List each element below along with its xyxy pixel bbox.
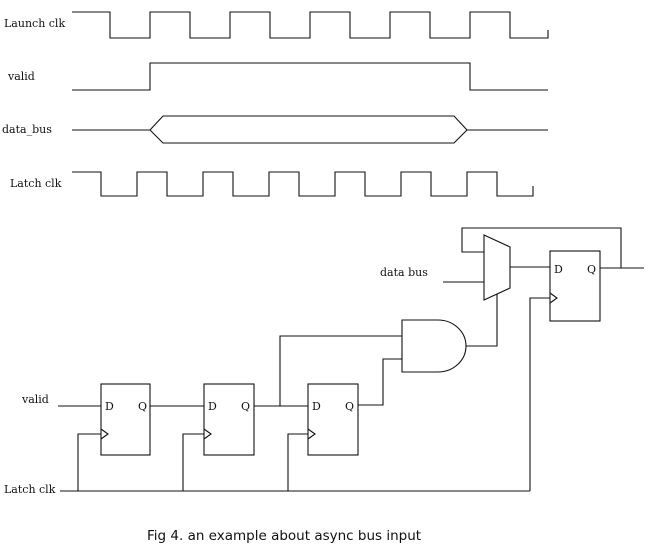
ff2-q-pin-label: Q [241, 400, 250, 413]
ffout-d-pin-label: D [554, 263, 563, 276]
ff1-q-pin-label: Q [138, 400, 147, 413]
latch-clk-waveform [72, 171, 534, 197]
wires [58, 227, 644, 492]
data-bus-waveform [72, 115, 548, 144]
input-label-latch-clk: Latch clk [4, 483, 56, 496]
flip-flop-1: D Q [100, 383, 151, 456]
signal-label-latch-clk: Latch clk [10, 177, 62, 190]
input-label-data-bus: data bus [380, 266, 428, 279]
input-label-valid: valid [21, 393, 49, 406]
ff1-d-pin-label: D [105, 400, 114, 413]
ffout-clock-marker [549, 292, 558, 304]
launch-clk-waveform [72, 11, 549, 39]
ff3-q-pin-label: Q [345, 400, 354, 413]
figure-caption: Fig 4. an example about async bus input [147, 528, 421, 544]
flip-flop-output: D Q [549, 250, 601, 322]
ff2-d-pin-label: D [208, 400, 217, 413]
valid-waveform [72, 62, 548, 91]
ff3-d-pin-label: D [312, 400, 321, 413]
signal-label-launch-clk: Launch clk [4, 17, 65, 30]
flip-flop-2: D Q [203, 383, 255, 456]
signal-label-data-bus: data_bus [2, 123, 52, 136]
ffout-q-pin-label: Q [587, 263, 596, 276]
multiplexer [483, 234, 511, 301]
ff3-clock-marker [307, 428, 316, 440]
flip-flop-3: D Q [307, 383, 359, 456]
ff1-clock-marker [100, 428, 109, 440]
schematic: data bus valid Latch clk [4, 227, 644, 496]
ff2-clock-marker [203, 428, 212, 440]
timing-diagram: Launch clk valid data_bus Latch clk [2, 11, 549, 197]
signal-label-valid: valid [7, 70, 35, 83]
and-gate [401, 319, 467, 373]
